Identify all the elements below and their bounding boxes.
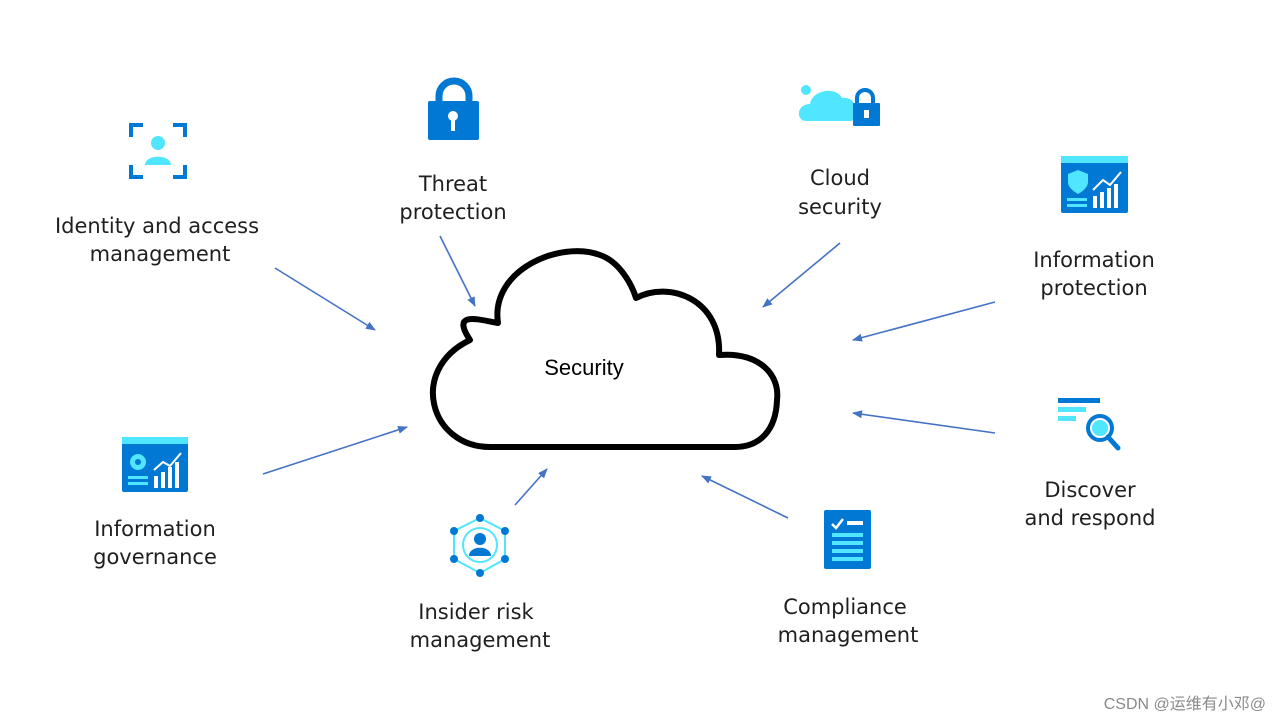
governance-label-line1: Information [94,517,216,541]
checklist-icon [824,510,871,569]
cloud-lock-icon [798,85,880,126]
identity-label-line1: Identity and access [55,214,259,238]
arrow-cloud [762,242,841,308]
security-cloud [429,248,781,450]
arrow-identity [274,267,376,331]
identity-scan-icon [129,123,187,179]
insider-label-line1: Insider risk [418,600,534,624]
threat-label-line1: Threat [418,172,487,196]
padlock-icon [428,77,479,140]
arrow-governance [262,425,408,475]
cloud-label-line1: Cloud [810,166,870,190]
search-list-icon [1058,398,1121,451]
watermark: CSDN @运维有小邓@ [1103,696,1266,713]
arrow-threat [439,235,476,307]
center-label: Security [544,355,623,380]
identity-label-line2: management [90,242,231,266]
dashboard-gear-icon [122,437,188,492]
governance-label-line2: governance [93,545,217,569]
arrow-infoprot [852,301,996,342]
insider-label-line2: management [410,628,551,652]
arrow-insider [514,468,548,506]
cloud-label-line2: security [798,195,882,219]
infoprot-label-line1: Information [1033,248,1155,272]
arrow-discover [852,410,996,434]
dashboard-shield-icon [1061,156,1128,213]
threat-label-line2: protection [399,200,506,224]
arrow-compliance [701,475,789,519]
compliance-label-line1: Compliance [783,595,907,619]
infoprot-label-line2: protection [1040,276,1147,300]
discover-label-line1: Discover [1044,478,1136,502]
compliance-label-line2: management [778,623,919,647]
person-network-icon [450,514,509,577]
discover-label-line2: and respond [1024,506,1155,530]
